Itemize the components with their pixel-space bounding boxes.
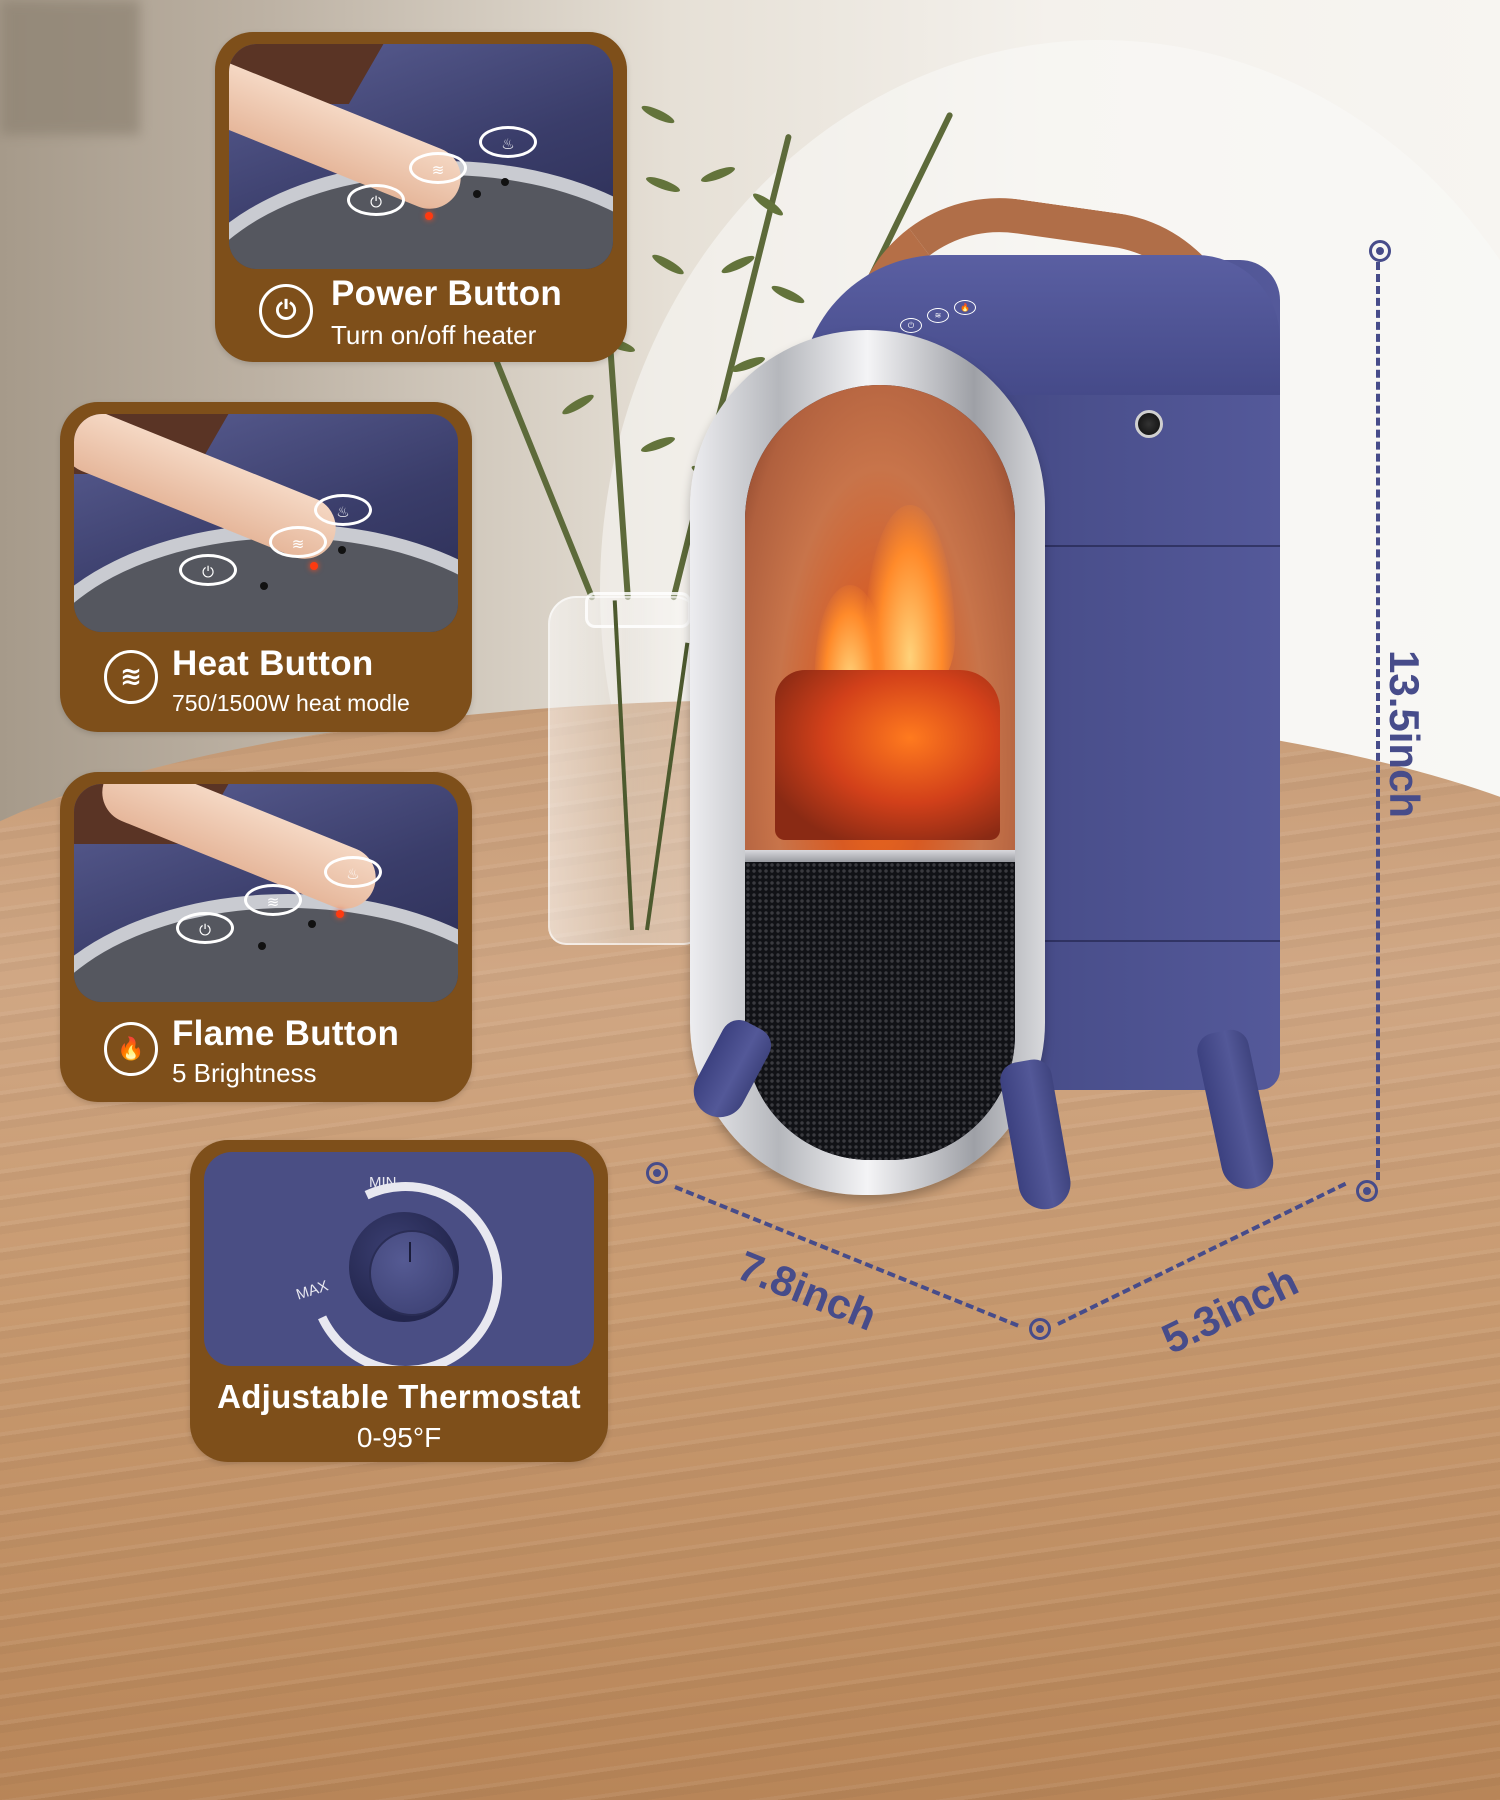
power-icon: ⏻ <box>259 284 313 338</box>
dimension-dot-top <box>1369 240 1391 262</box>
height-label: 13.5inch <box>1381 650 1428 819</box>
power-button-closeup: ⏻ ≋ ♨ <box>229 44 613 269</box>
dimension-dot-left <box>646 1162 668 1184</box>
fireplace-heater: ⏻ ≋ 🔥 <box>684 178 1290 1214</box>
front-panel <box>745 385 1015 1160</box>
thermostat-title: Adjustable Thermostat <box>217 1378 581 1415</box>
heat-button-subtitle: 750/1500W heat modle <box>172 690 410 716</box>
power-icon: ⏻ <box>907 321 915 330</box>
top-flame-button[interactable]: 🔥 <box>954 300 976 315</box>
heat-waves-icon: ≋ <box>934 311 942 320</box>
flame-icon: 🔥 <box>960 303 970 312</box>
flame-button-closeup: ⏻ ≋ ♨ <box>74 784 458 1002</box>
heat-button-closeup: ⏻ ≋ ♨ <box>74 414 458 632</box>
heat-waves-icon: ≋ <box>104 650 158 704</box>
thermostat-closeup: MIN MAX <box>204 1152 594 1366</box>
heat-button-title: Heat Button <box>172 644 374 683</box>
feature-card-power: ⏻ ≋ ♨ ⏻ Power Button Turn on/off heater <box>215 32 627 362</box>
top-power-button[interactable]: ⏻ <box>900 318 922 333</box>
flame-button-title: Flame Button <box>172 1014 400 1053</box>
feature-card-thermostat: MIN MAX Adjustable Thermostat 0-95°F <box>190 1140 608 1462</box>
vase-neck <box>585 592 691 628</box>
flame-button-subtitle: 5 Brightness <box>172 1058 317 1088</box>
flame-ctl-icon: ♨ <box>479 126 537 158</box>
thermostat-range: 0-95°F <box>356 1422 442 1453</box>
flame-display-window <box>745 385 1015 855</box>
power-button-subtitle: Turn on/off heater <box>331 320 537 350</box>
power-ctl-icon: ⏻ <box>347 184 405 216</box>
flame-ctl-icon: ♨ <box>314 494 372 526</box>
feature-card-heat: ⏻ ≋ ♨ ≋ Heat Button 750/1500W heat modle <box>60 402 472 732</box>
heat-ctl-icon: ≋ <box>409 152 467 184</box>
dimension-dot-bottom-right <box>1356 1180 1378 1202</box>
handle-rivet <box>1135 410 1163 438</box>
flame-ctl-icon: ♨ <box>324 856 382 888</box>
power-ctl-icon: ⏻ <box>176 912 234 944</box>
heat-ctl-icon: ≋ <box>244 884 302 916</box>
wall-picture-frame <box>0 0 140 135</box>
heater-grille <box>745 862 1015 1160</box>
top-heat-button[interactable]: ≋ <box>927 308 949 323</box>
glowing-logs <box>775 670 1000 840</box>
feature-card-flame: ⏻ ≋ ♨ 🔥 Flame Button 5 Brightness <box>60 772 472 1102</box>
dial-min-label: MIN <box>369 1174 397 1191</box>
flame-icon: 🔥 <box>104 1022 158 1076</box>
dimension-dot-corner <box>1029 1318 1051 1340</box>
power-button-title: Power Button <box>331 274 563 313</box>
heat-ctl-icon: ≋ <box>269 526 327 558</box>
chrome-divider <box>745 850 1015 862</box>
power-ctl-icon: ⏻ <box>179 554 237 586</box>
